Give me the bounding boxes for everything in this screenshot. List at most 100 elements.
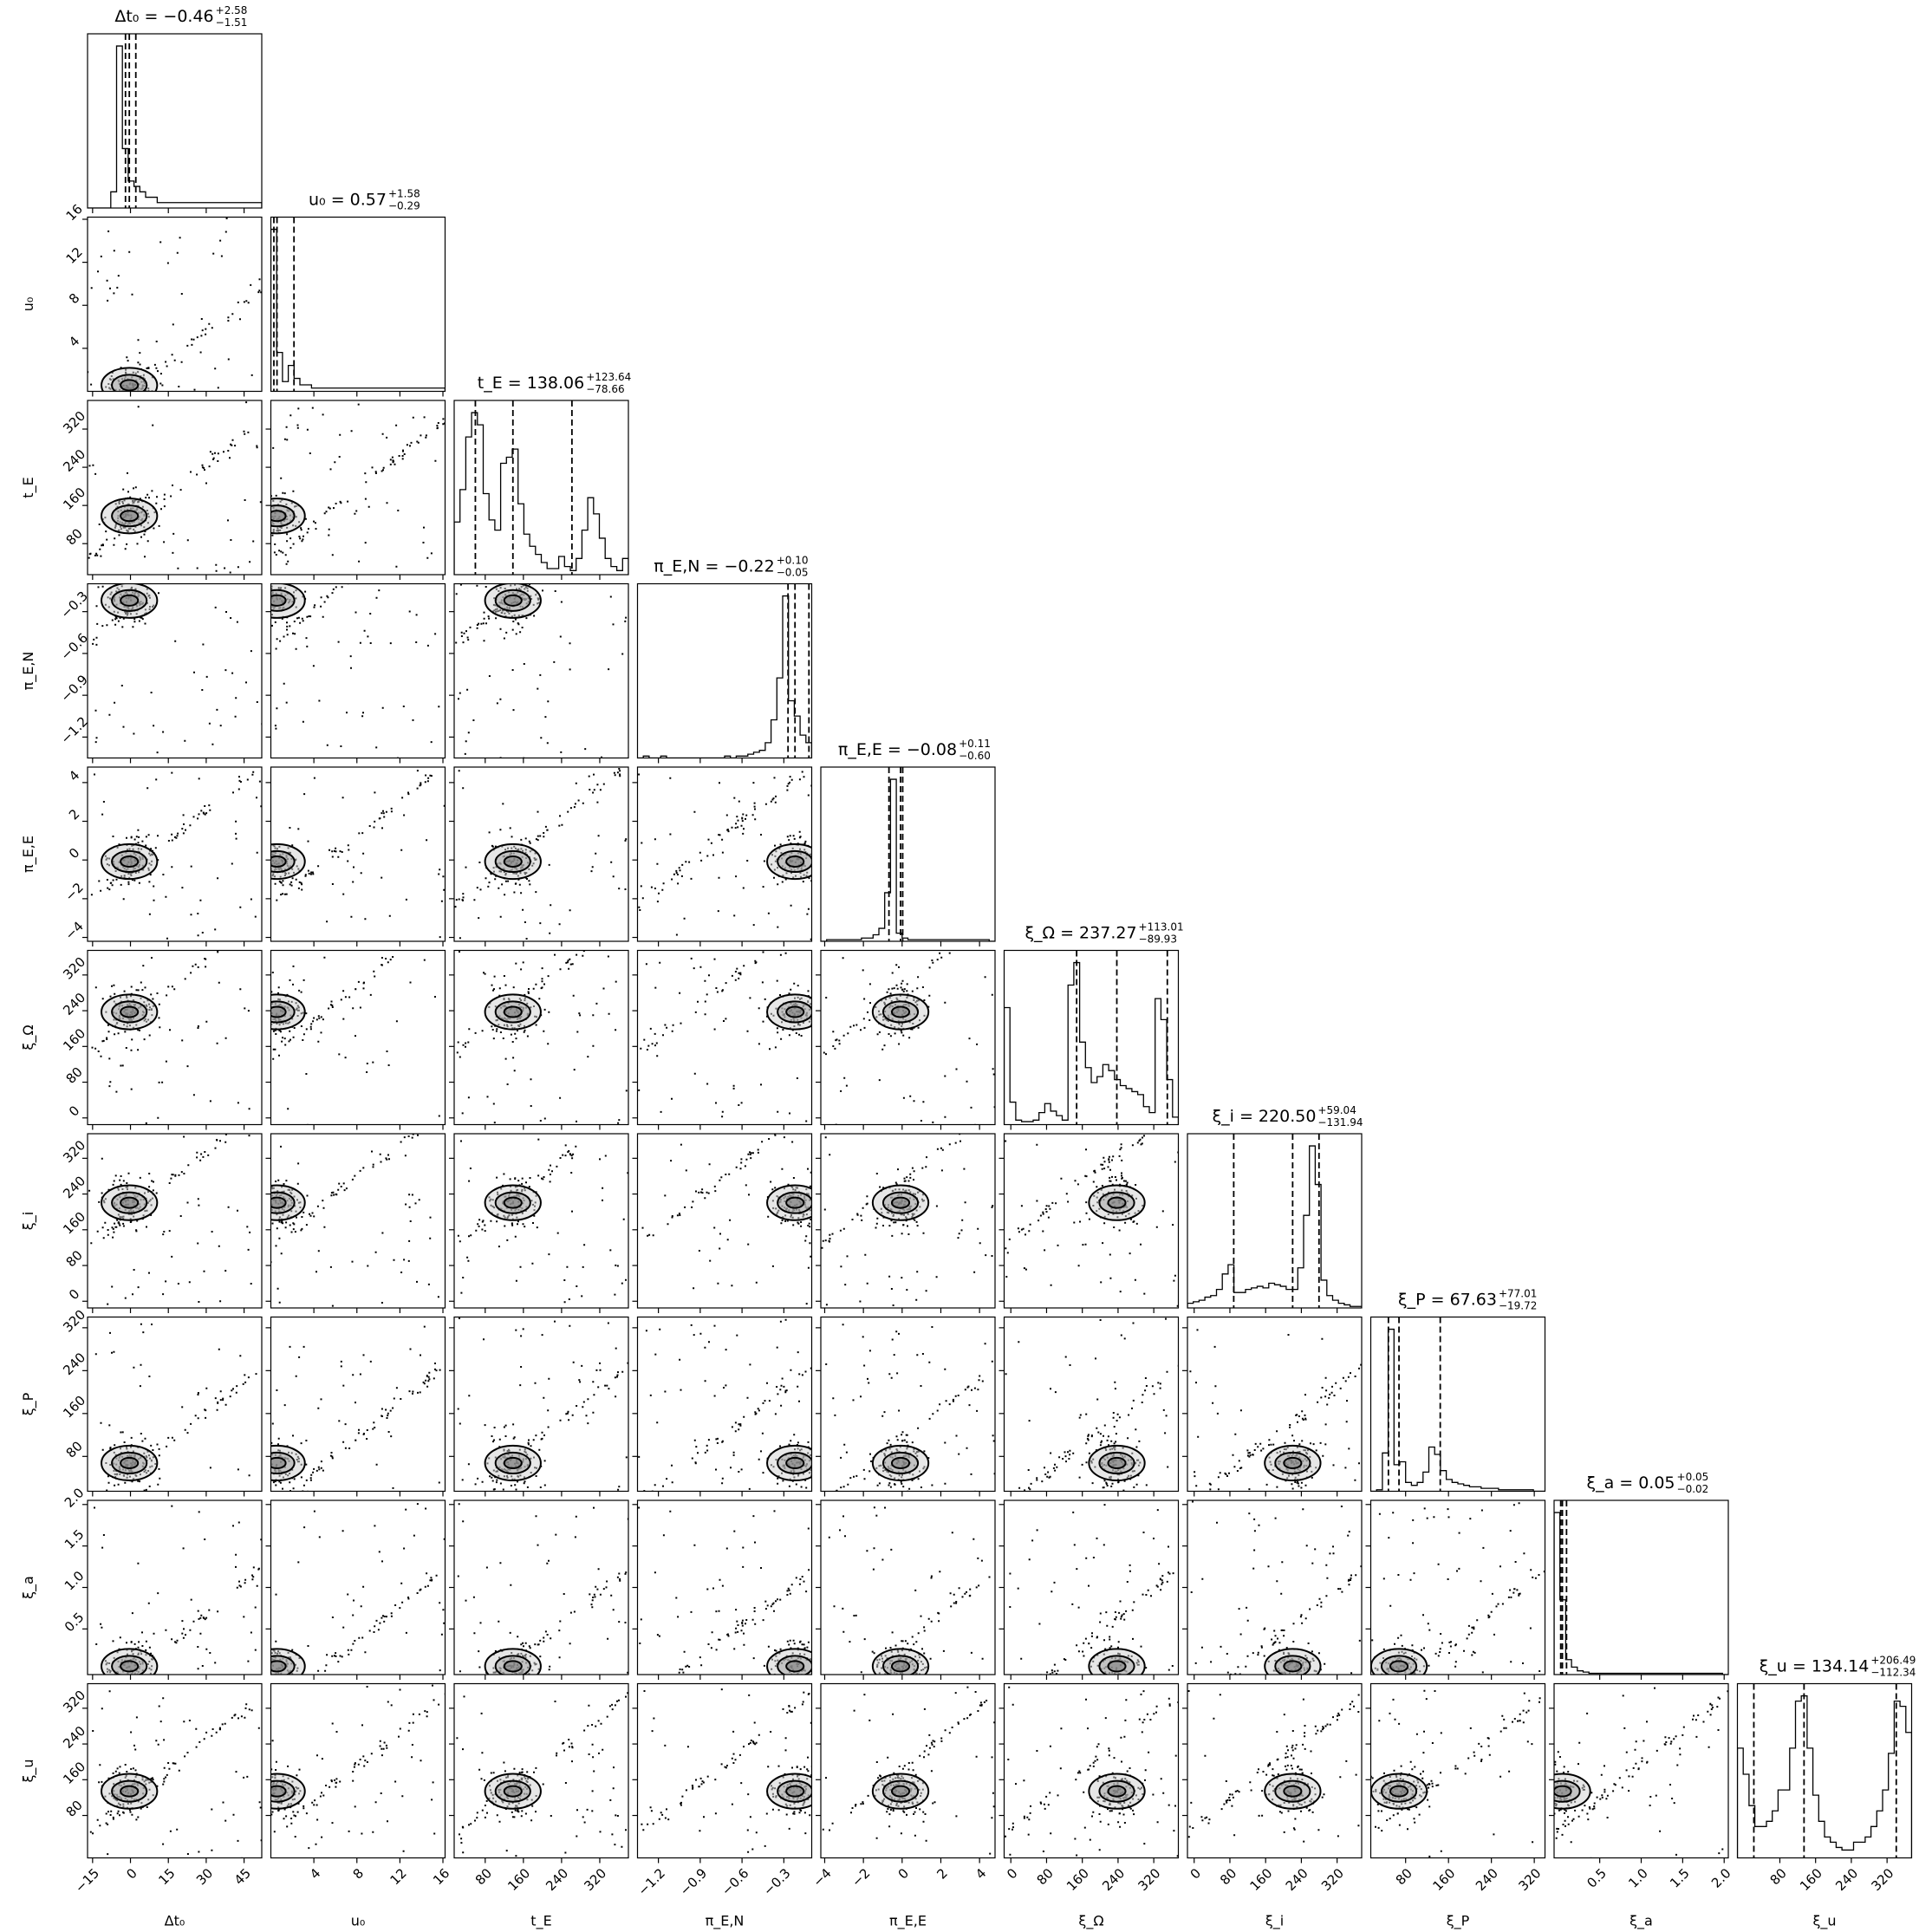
x-tick-label: 240 bbox=[543, 1865, 571, 1894]
scatter-points bbox=[88, 218, 262, 392]
scatter-panel-tE-vs-xia bbox=[449, 1499, 629, 1680]
scatter-panel-tE-vs-piEN bbox=[449, 582, 629, 764]
scatter-points bbox=[270, 403, 446, 575]
panel-frame bbox=[87, 1682, 263, 1859]
panel-frame bbox=[453, 1316, 629, 1493]
title-sub: −78.66 bbox=[586, 383, 624, 395]
scatter-panel-tE-vs-xiOmega bbox=[449, 949, 629, 1130]
panel-frame bbox=[1736, 1682, 1913, 1859]
scatter-points bbox=[92, 583, 262, 754]
contour-level-2 bbox=[785, 1456, 805, 1469]
scatter-panel-tE-vs-xiP bbox=[449, 1316, 629, 1497]
title-sup: +1.58 bbox=[388, 188, 420, 200]
histogram-u0 bbox=[270, 228, 446, 392]
contour-level-2 bbox=[120, 594, 140, 607]
panel-frame bbox=[820, 766, 996, 942]
x-axis-label-xiu: ξ_u bbox=[1812, 1913, 1836, 1930]
histogram-xiu bbox=[1737, 1695, 1912, 1858]
panel-frame bbox=[636, 582, 813, 759]
scatter-points bbox=[828, 1506, 991, 1675]
histogram-xiP bbox=[1370, 1328, 1545, 1492]
x-axis-label-tE: t_E bbox=[530, 1913, 551, 1930]
x-tick-label: 8 bbox=[350, 1865, 367, 1882]
panel-frame bbox=[1369, 1316, 1546, 1493]
histogram-piEE bbox=[821, 778, 995, 941]
panel-frame bbox=[1187, 1316, 1363, 1493]
scatter-panel-piEE-vs-xiP bbox=[816, 1316, 996, 1497]
contour-level-2 bbox=[1107, 1196, 1127, 1209]
contour-level-2 bbox=[1389, 1785, 1409, 1798]
title-sup: +59.04 bbox=[1317, 1104, 1356, 1116]
hist-panel-tE bbox=[453, 400, 629, 580]
scatter-points bbox=[823, 950, 995, 1125]
panel-frame bbox=[820, 949, 996, 1126]
title-sup: +0.11 bbox=[959, 738, 991, 750]
contour-level-2 bbox=[890, 1456, 911, 1469]
x-tick-label: 0 bbox=[123, 1865, 140, 1882]
scatter-points bbox=[270, 1503, 446, 1675]
x-tick-label: 320 bbox=[1135, 1865, 1163, 1894]
panel-frame bbox=[1187, 1499, 1363, 1675]
y-tick-label: 320 bbox=[60, 408, 88, 437]
contour-level-2 bbox=[1107, 1785, 1127, 1798]
contour-level-2 bbox=[503, 1660, 523, 1673]
scatter-panel-xii-vs-xiP bbox=[1182, 1316, 1363, 1497]
panel-frame bbox=[1003, 949, 1180, 1126]
panel-frame bbox=[87, 216, 263, 393]
contour-level-2 bbox=[1107, 1660, 1127, 1673]
scatter-panel-xiOmega-vs-xiP bbox=[999, 1316, 1180, 1497]
panel-frame bbox=[1553, 1499, 1729, 1675]
y-tick-label: 4 bbox=[66, 767, 82, 784]
panel-frame bbox=[270, 1133, 446, 1309]
scatter-points bbox=[822, 1686, 995, 1855]
scatter-points bbox=[1005, 1317, 1179, 1492]
x-tick-label: 320 bbox=[1868, 1865, 1896, 1894]
y-tick-label: 2.0 bbox=[62, 1485, 88, 1511]
scatter-points bbox=[457, 1503, 628, 1675]
panel-frame bbox=[636, 1133, 813, 1309]
x-tick-label: 0 bbox=[1187, 1865, 1204, 1882]
y-tick-label: −4 bbox=[62, 919, 87, 943]
x-tick-label: 160 bbox=[1247, 1865, 1276, 1894]
x-tick-label: 80 bbox=[1034, 1865, 1057, 1888]
panel-frame bbox=[636, 1316, 813, 1493]
scatter-panel-tE-vs-piEE bbox=[449, 766, 629, 946]
x-axis-label-piEN: π_E,N bbox=[706, 1913, 745, 1930]
scatter-panel-u0-vs-xii bbox=[265, 1133, 446, 1313]
x-tick-label: −0.3 bbox=[760, 1865, 793, 1898]
title-sub: −131.94 bbox=[1317, 1116, 1363, 1129]
panel-title-tE: t_E = 138.06+123.64−78.66 bbox=[478, 371, 631, 395]
scatter-panel-u0-vs-xia bbox=[265, 1499, 446, 1680]
y-axis-label-xiOmega: ξ_Ω bbox=[20, 1025, 37, 1050]
x-tick-label: −0.6 bbox=[719, 1865, 751, 1898]
contour-level-2 bbox=[270, 1660, 287, 1673]
x-tick-label: 320 bbox=[1318, 1865, 1347, 1894]
panel-frame bbox=[1553, 1682, 1729, 1859]
hist-panel-xiOmega bbox=[1003, 949, 1180, 1130]
scatter-points bbox=[456, 950, 628, 1124]
x-tick-label: −1.2 bbox=[634, 1865, 667, 1898]
y-tick-label: 0 bbox=[66, 845, 82, 862]
x-tick-label: 1.5 bbox=[1667, 1865, 1693, 1891]
title-sup: +0.05 bbox=[1677, 1471, 1709, 1483]
contour-level-2 bbox=[890, 1660, 911, 1673]
y-tick-label: −2 bbox=[62, 880, 87, 904]
title-sub: −0.05 bbox=[777, 567, 809, 579]
histogram-tE bbox=[454, 412, 628, 575]
contour-level-2 bbox=[890, 1785, 911, 1798]
scatter-points bbox=[457, 1138, 628, 1304]
hist-panel-piEE bbox=[820, 766, 996, 946]
histogram-xii bbox=[1187, 1145, 1362, 1308]
scatter-points bbox=[454, 768, 628, 940]
x-tick-label: 80 bbox=[472, 1865, 495, 1888]
title-sub: −0.29 bbox=[388, 200, 420, 212]
panel-frame bbox=[820, 1499, 996, 1675]
panel-frame bbox=[270, 1682, 446, 1859]
panel-frame bbox=[270, 400, 446, 576]
